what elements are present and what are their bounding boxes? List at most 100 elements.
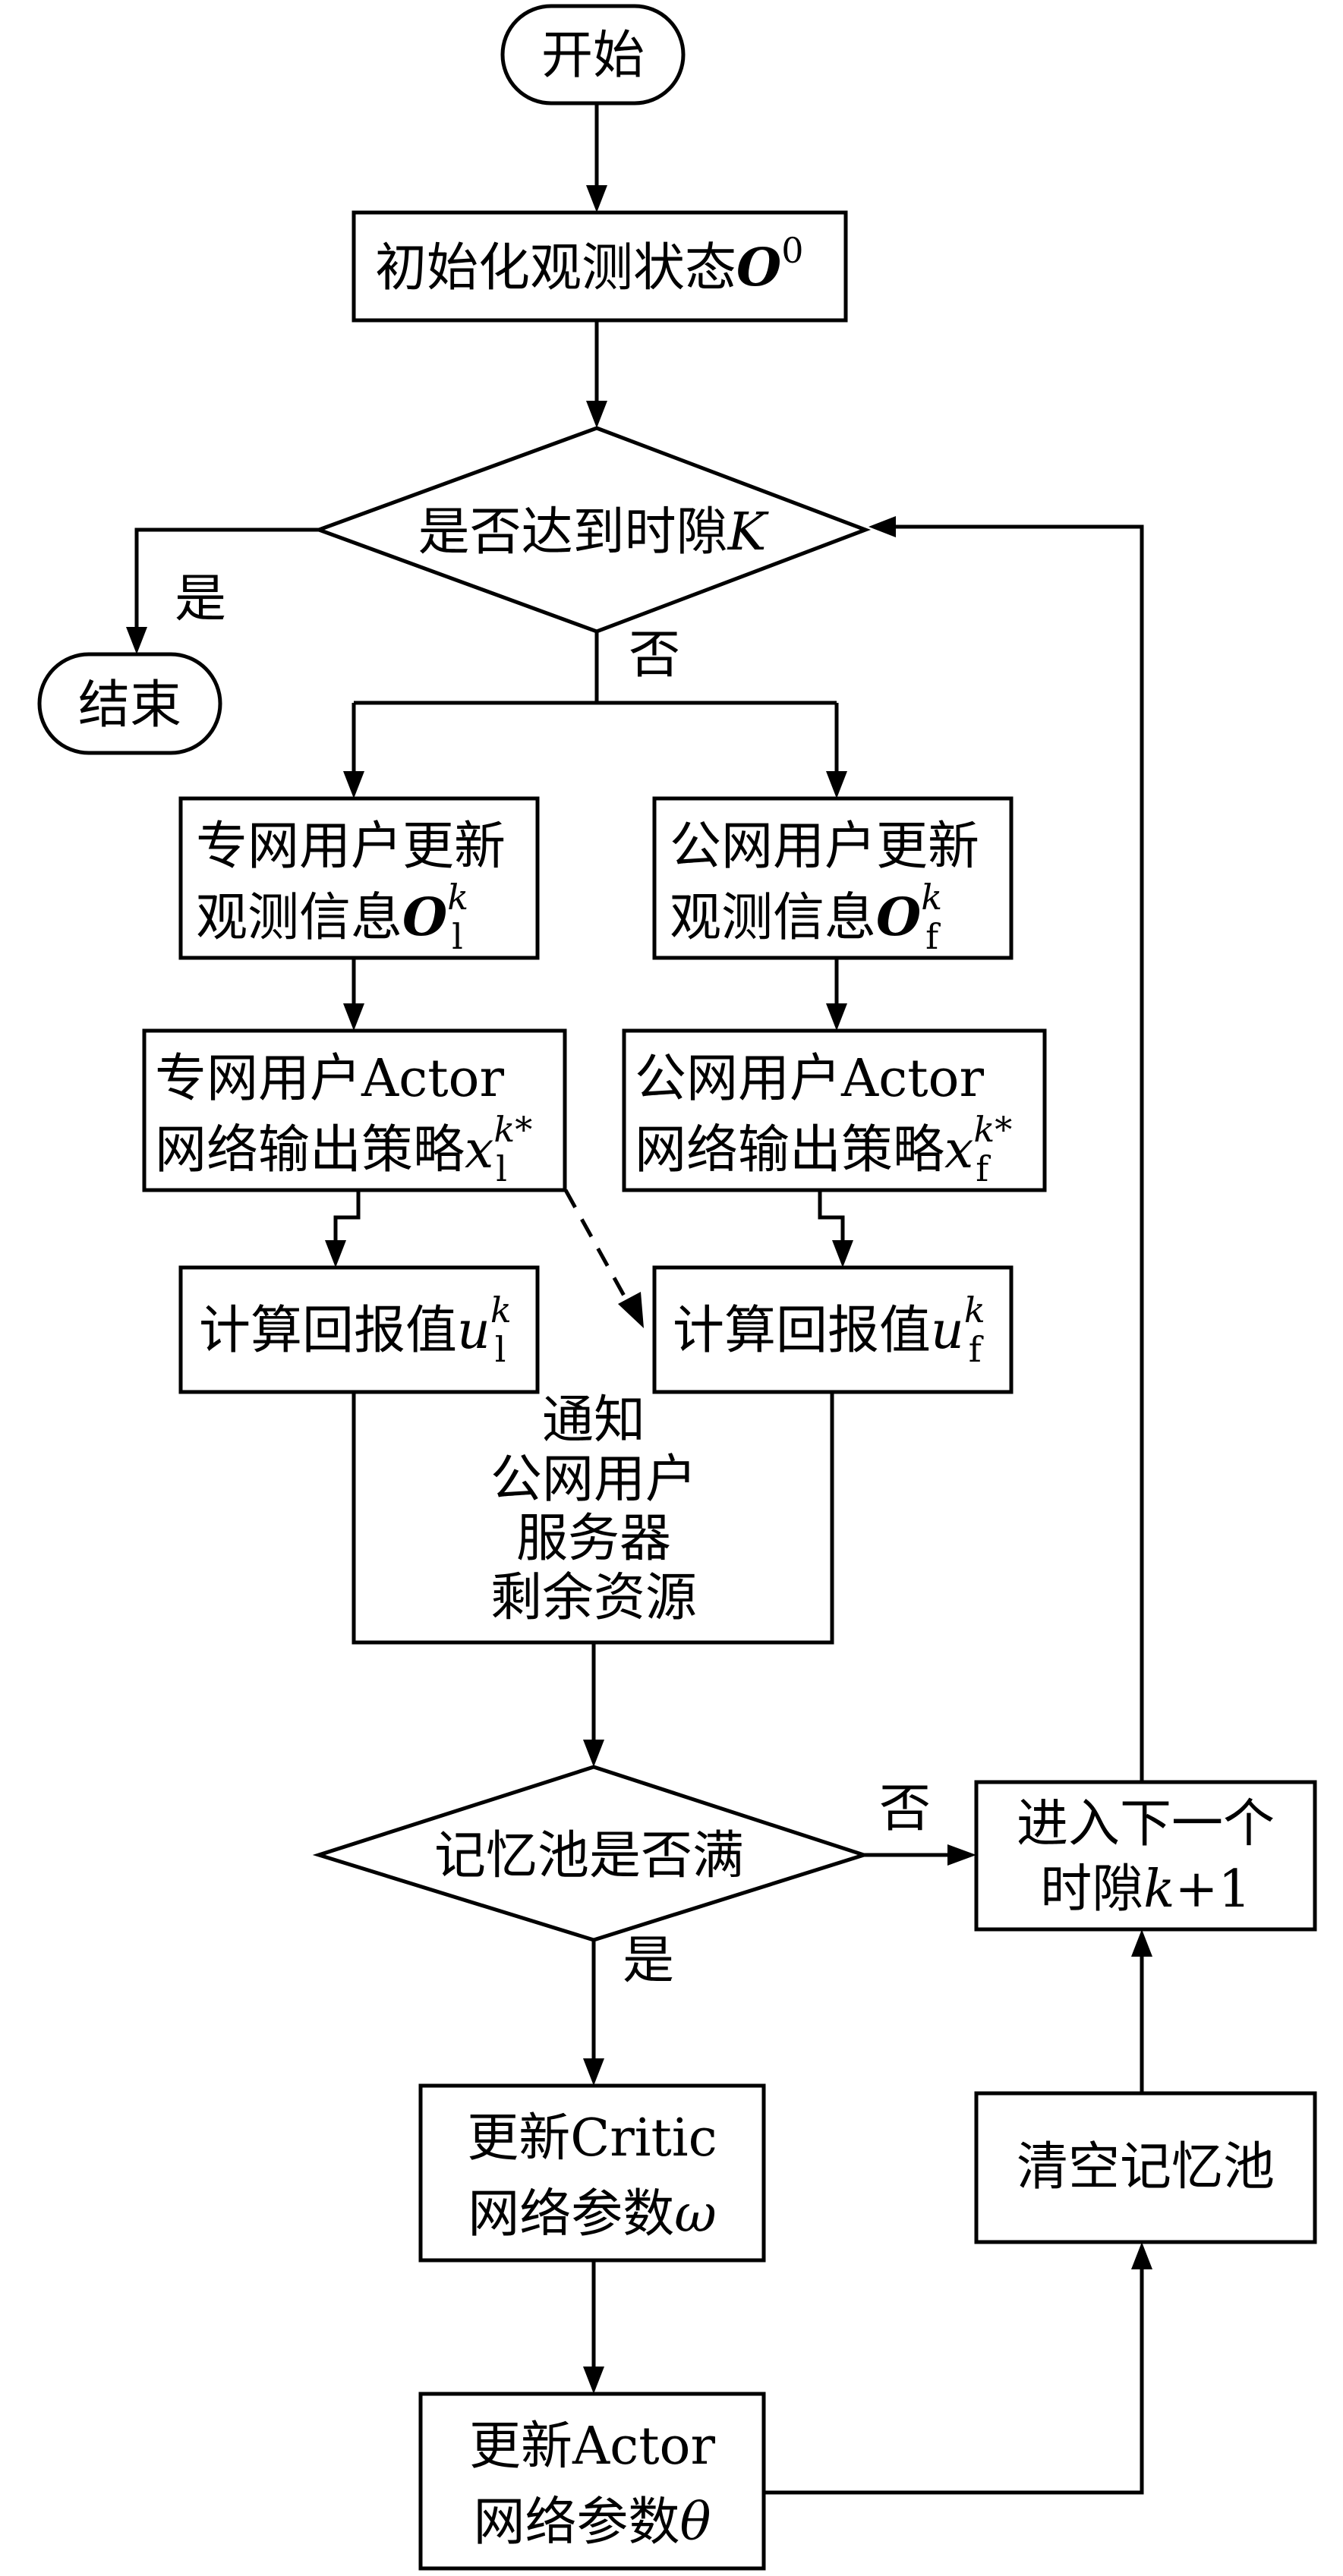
- memory-full-node: 记忆池是否满: [312, 1765, 871, 1942]
- arrowhead: [343, 771, 364, 798]
- arrowhead: [1131, 1929, 1152, 1957]
- private-update-symbol: O: [402, 887, 447, 948]
- arrowhead: [583, 1740, 604, 1767]
- private-reward-text: 计算回报值: [199, 1301, 457, 1361]
- init-symbol: O: [736, 238, 781, 298]
- edge-next-loop: [894, 524, 1144, 1782]
- update-actor-line2: 网络参数θ: [474, 2493, 711, 2552]
- public-actor-symbol: x: [944, 1120, 973, 1180]
- private-reward-symbol: u: [457, 1301, 490, 1361]
- start-label: 开始: [541, 26, 645, 86]
- next-slot-symbol: k: [1143, 1860, 1174, 1919]
- no-k-label: 否: [629, 625, 680, 685]
- end-node: 结束: [37, 652, 222, 755]
- init-superscript: 0: [781, 230, 803, 271]
- arrowhead: [586, 185, 607, 213]
- next-slot-line2: 时隙k+1: [1040, 1860, 1250, 1919]
- public-reward-sub: f: [969, 1329, 984, 1370]
- update-actor-line1: 更新Actor: [469, 2417, 715, 2477]
- private-reward-sub: l: [495, 1329, 506, 1370]
- arrowhead: [586, 401, 607, 428]
- public-actor-line1: 公网用户Actor: [635, 1049, 984, 1109]
- no-mem-label: 否: [879, 1779, 931, 1839]
- private-actor-line1: 专网用户Actor: [155, 1049, 504, 1109]
- public-actor-sup: k*: [973, 1109, 1012, 1150]
- decision-k-label: 是否达到时隙K: [418, 502, 770, 562]
- private-actor-sup: k*: [493, 1109, 532, 1150]
- arrowhead: [343, 1003, 364, 1031]
- edge-dashed-private-to-public: [563, 1189, 631, 1305]
- edge-decision-end: [134, 527, 319, 628]
- private-actor-line2: 网络输出策略xk*l: [155, 1109, 532, 1189]
- memory-full-label: 记忆池是否满: [434, 1826, 744, 1886]
- edge-private-actor-reward: [333, 1190, 361, 1242]
- arrowhead: [832, 1240, 853, 1268]
- private-update-line1: 专网用户更新: [196, 817, 506, 877]
- arrowhead: [947, 1844, 976, 1866]
- update-critic-symbol: ω: [674, 2184, 716, 2244]
- arrowhead: [826, 771, 847, 798]
- arrowhead: [618, 1292, 644, 1328]
- public-reward-text: 计算回报值: [673, 1301, 931, 1361]
- update-actor-text: 网络参数: [474, 2493, 680, 2552]
- notify-line4: 剩余资源: [490, 1568, 697, 1628]
- public-actor-line2: 网络输出策略xk*f: [635, 1109, 1012, 1189]
- start-node: 开始: [500, 4, 686, 105]
- arrowhead: [583, 2367, 604, 2394]
- private-actor-sub: l: [496, 1148, 507, 1189]
- yes-to-end-label: 是: [175, 569, 226, 629]
- notify-node: 通知 公网用户 服务器 剩余资源: [352, 1390, 834, 1645]
- private-actor-text: 网络输出策略: [155, 1120, 465, 1180]
- arrowhead: [826, 1003, 847, 1031]
- update-critic-line1: 更新Critic: [467, 2108, 717, 2168]
- end-label: 结束: [78, 675, 181, 735]
- decision-k-symbol: K: [727, 502, 770, 562]
- edge-public-actor-reward: [818, 1190, 845, 1242]
- update-actor-node: 更新Actor 网络参数θ: [418, 2392, 766, 2571]
- arrowhead: [583, 2058, 604, 2086]
- arrowhead: [1131, 2242, 1152, 2269]
- init-text: 初始化观测状态: [375, 238, 736, 298]
- public-update-symbol: O: [876, 887, 921, 948]
- arrowhead: [869, 516, 896, 537]
- notify-line1: 通知: [542, 1390, 645, 1450]
- public-update-line1: 公网用户更新: [670, 817, 979, 877]
- next-slot-line1: 进入下一个: [1017, 1794, 1275, 1854]
- public-actor-text: 网络输出策略: [635, 1120, 944, 1180]
- notify-line2: 公网用户: [490, 1450, 697, 1510]
- private-actor-node: 专网用户Actor 网络输出策略xk*l: [142, 1028, 567, 1192]
- public-update-sub: f: [925, 916, 941, 957]
- update-actor-symbol: θ: [680, 2493, 711, 2552]
- public-update-text: 观测信息: [670, 888, 876, 948]
- clear-memory-label: 清空记忆池: [1017, 2137, 1275, 2197]
- update-critic-node: 更新Critic 网络参数ω: [418, 2083, 766, 2263]
- update-critic-text: 网络参数: [468, 2184, 674, 2244]
- private-actor-symbol: x: [465, 1120, 493, 1180]
- notify-line3: 服务器: [516, 1509, 671, 1569]
- init-node: 初始化观测状态O0: [352, 210, 848, 323]
- public-actor-sub: f: [976, 1148, 991, 1189]
- clear-memory-node: 清空记忆池: [974, 2091, 1317, 2244]
- connectors: [126, 103, 1152, 2495]
- yes-mem-label: 是: [623, 1931, 674, 1991]
- public-reward-symbol: u: [931, 1301, 964, 1361]
- arrowhead: [325, 1240, 346, 1268]
- public-update-sup: k: [921, 877, 942, 918]
- private-update-text: 观测信息: [196, 888, 402, 948]
- next-slot-text: 时隙: [1040, 1860, 1143, 1919]
- next-slot-node: 进入下一个 时隙k+1: [974, 1780, 1317, 1932]
- public-reward-sup: k: [964, 1290, 985, 1331]
- update-critic-line2: 网络参数ω: [468, 2184, 716, 2244]
- arrowhead: [126, 627, 147, 654]
- decision-k-node: 是否达到时隙K: [313, 426, 872, 634]
- decision-k-text: 是否达到时隙: [418, 502, 728, 562]
